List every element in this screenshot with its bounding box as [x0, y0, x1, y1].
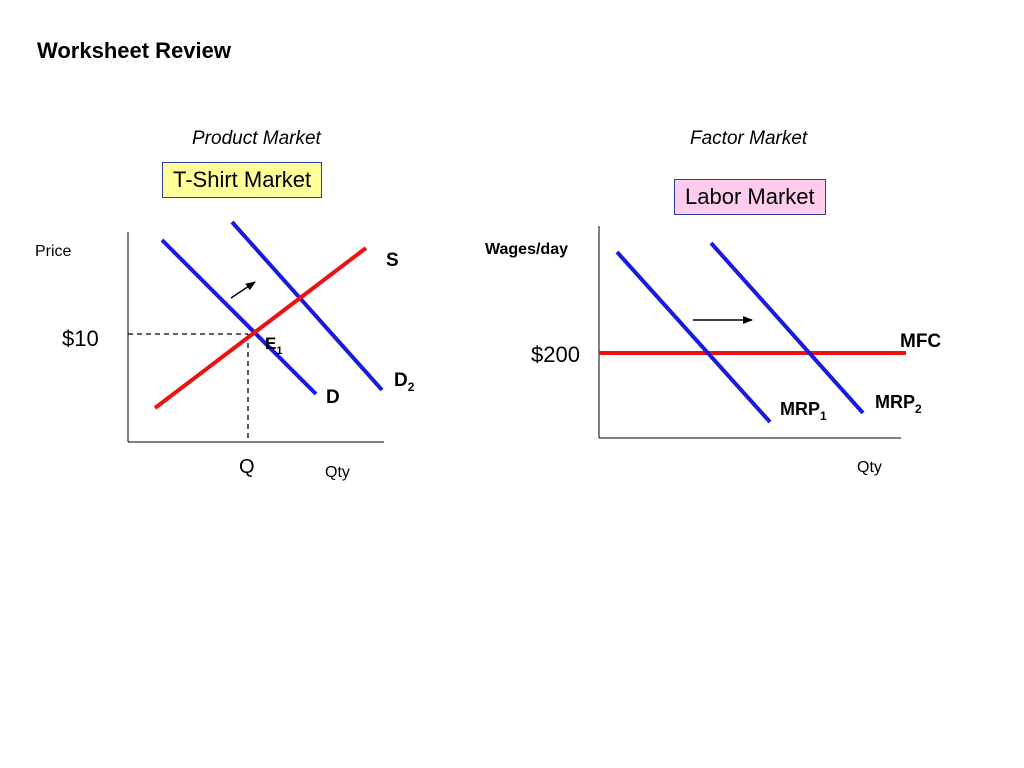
mrp2-label-sub: 2 — [915, 402, 922, 416]
mrp1-label-main: MRP — [780, 399, 820, 419]
mrp1-label-sub: 1 — [820, 409, 827, 423]
demand2-label-sub: 2 — [408, 380, 415, 394]
price-axis-label: Price — [35, 243, 72, 260]
supply-curve-s — [153, 246, 368, 410]
equilibrium-label: E1 — [265, 334, 282, 357]
mfc-label: MFC — [900, 331, 941, 352]
mrp2-curve — [709, 241, 865, 415]
price-value-label: $10 — [62, 326, 99, 351]
mrp2-label-main: MRP — [875, 392, 915, 412]
mrp1-label: MRP1 — [780, 399, 827, 423]
quantity-value-label: Q — [239, 456, 255, 478]
factor-market-graph: Wages/day $200 MFC Qty MRP1 MRP2 — [485, 226, 941, 476]
mrp2-label: MRP2 — [875, 392, 922, 416]
wage-value-label: $200 — [531, 342, 580, 367]
factor-market-caption: Factor Market — [690, 128, 808, 149]
tshirt-market-box: T-Shirt Market — [162, 162, 323, 198]
labor-qty-axis-label: Qty — [857, 459, 882, 476]
labor-market-box: Labor Market — [674, 179, 826, 215]
supply-label: S — [386, 250, 399, 271]
product-market-graph: Price $10 Q Qty S E1 D D2 — [35, 220, 415, 481]
product-market-caption: Product Market — [192, 128, 321, 149]
demand-curve-d2 — [230, 220, 384, 392]
page-title: Worksheet Review — [37, 38, 232, 63]
demand-label: D — [326, 387, 340, 408]
equilibrium-label-sub: 1 — [276, 345, 282, 357]
demand-shift-arrow — [230, 281, 256, 299]
mrp1-curve — [615, 250, 772, 424]
demand2-label: D2 — [394, 370, 415, 394]
demand2-label-main: D — [394, 370, 408, 391]
equilibrium-label-main: E — [265, 334, 276, 353]
qty-axis-label: Qty — [325, 464, 350, 481]
demand-curve-d — [160, 238, 318, 396]
wage-axis-label: Wages/day — [485, 241, 568, 258]
